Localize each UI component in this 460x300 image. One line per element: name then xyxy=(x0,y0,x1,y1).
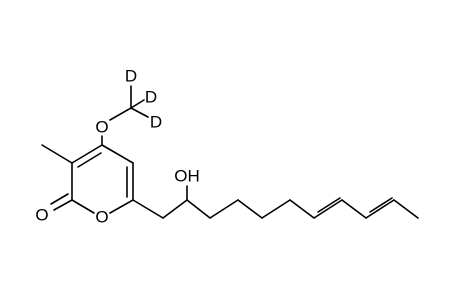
atom-label-hydroxyl: OH xyxy=(174,167,200,186)
bond-carbonyl-2 xyxy=(50,193,69,205)
pyranone-ring xyxy=(71,144,134,214)
bond-alkene2 xyxy=(365,199,395,219)
bond-chain-5 xyxy=(237,199,263,219)
bond-ch2-choh xyxy=(162,199,188,219)
bond-o-cd3 xyxy=(109,107,132,121)
bond-c-d3 xyxy=(130,107,149,118)
bond-chain-7 xyxy=(289,199,315,219)
atom-label-carbonyl-oxygen: O xyxy=(35,206,48,225)
atom-label-deuterium-1: D xyxy=(125,67,137,86)
bond-c3-c4 xyxy=(71,144,103,164)
bond-c-d2 xyxy=(130,99,145,109)
side-chain xyxy=(132,185,419,219)
bond-carbonyl-1 xyxy=(53,199,73,211)
bond-o1-c2 xyxy=(71,199,95,214)
methoxy-d3-group xyxy=(101,85,149,146)
atom-label-deuterium-2: D xyxy=(145,88,157,107)
bond-methyl xyxy=(41,144,73,164)
bond-c6-o1 xyxy=(109,199,134,214)
bond-chain-4 xyxy=(209,199,239,219)
bond-c6-ch2 xyxy=(132,199,164,219)
bond-alkene1-double xyxy=(317,197,341,213)
atom-label-deuterium-3: D xyxy=(150,113,162,132)
bond-chain-9 xyxy=(341,199,367,219)
bond-chain-3 xyxy=(186,199,211,219)
bond-chain-6 xyxy=(261,199,291,219)
bond-c3-c4-double xyxy=(77,152,102,168)
bond-chain-11 xyxy=(393,199,419,219)
atom-label-ring-oxygen: O xyxy=(95,208,108,227)
bond-alkene1 xyxy=(313,199,343,219)
atom-label-methoxy-oxygen: O xyxy=(95,118,108,137)
carbonyl-group xyxy=(50,193,73,211)
bond-c4-c5 xyxy=(101,144,134,164)
bond-alkene2-double xyxy=(369,197,393,213)
